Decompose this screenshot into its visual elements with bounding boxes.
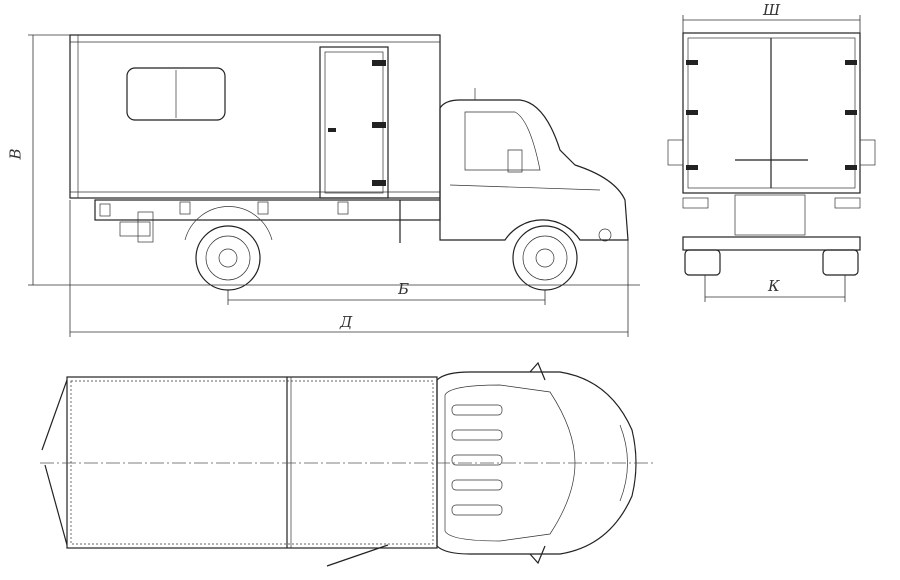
cargo-box-side	[69, 34, 441, 199]
wheelbase-label: Б	[398, 280, 410, 298]
side-door	[319, 46, 389, 199]
top-view	[40, 361, 655, 567]
front-wheel	[512, 225, 578, 291]
rear-door-open-right	[44, 464, 68, 546]
track-label: К	[768, 277, 780, 295]
height-label: В	[6, 148, 25, 160]
side-door-open	[326, 544, 389, 567]
chassis-frame	[94, 199, 441, 221]
cab-top	[436, 371, 637, 555]
rear-door-open-left	[41, 379, 68, 451]
rear-view	[667, 15, 876, 302]
rear-bumper	[682, 236, 861, 251]
side-dimensions	[28, 34, 629, 337]
cab-side	[439, 99, 629, 241]
cargo-box-top	[66, 376, 438, 549]
rear-doors	[682, 32, 861, 194]
side-view	[40, 34, 640, 291]
width-label: Ш	[763, 1, 781, 19]
rear-wheel	[184, 206, 273, 291]
side-window	[126, 67, 226, 121]
length-label: Д	[340, 313, 353, 331]
